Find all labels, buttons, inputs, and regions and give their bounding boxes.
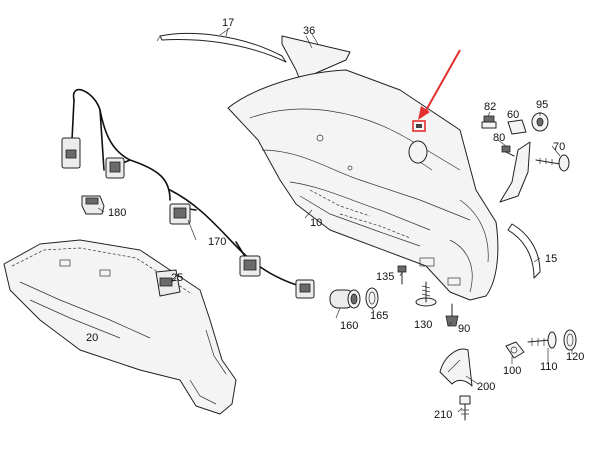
label-90: 90 bbox=[458, 323, 470, 335]
label-180: 180 bbox=[108, 207, 126, 219]
highlighted-part-marker[interactable] bbox=[412, 120, 426, 132]
part-95-washer[interactable] bbox=[531, 112, 549, 132]
label-80: 80 bbox=[493, 132, 505, 144]
label-10: 10 bbox=[310, 217, 322, 229]
label-200: 200 bbox=[477, 381, 495, 393]
label-130: 130 bbox=[414, 319, 432, 331]
part-17-trim-strip[interactable] bbox=[156, 27, 287, 63]
part-160-sensor[interactable] bbox=[329, 289, 361, 309]
part-80-screw[interactable] bbox=[501, 145, 515, 157]
connector-d bbox=[239, 255, 261, 277]
label-120: 120 bbox=[566, 351, 584, 363]
part-25-clip[interactable] bbox=[155, 269, 181, 297]
label-170: 170 bbox=[208, 236, 226, 248]
label-165: 165 bbox=[370, 310, 388, 322]
part-180-connector[interactable] bbox=[81, 195, 105, 215]
sensor-hole bbox=[408, 140, 433, 171]
part-200-bracket[interactable] bbox=[439, 348, 473, 387]
label-110: 110 bbox=[540, 361, 558, 373]
part-10-bumper-cover[interactable] bbox=[227, 69, 499, 301]
connector-b bbox=[105, 157, 125, 179]
part-100-clip[interactable] bbox=[505, 341, 525, 359]
label-36: 36 bbox=[303, 25, 315, 37]
highlighted-part bbox=[416, 124, 422, 128]
part-70-bolt[interactable] bbox=[535, 154, 570, 172]
label-17: 17 bbox=[222, 17, 234, 29]
part-210-clip[interactable] bbox=[459, 395, 471, 421]
label-70: 70 bbox=[553, 141, 565, 153]
part-110-screw[interactable] bbox=[527, 331, 557, 349]
label-82: 82 bbox=[484, 101, 496, 113]
part-82-nut[interactable] bbox=[481, 115, 497, 129]
label-60: 60 bbox=[507, 109, 519, 121]
label-95: 95 bbox=[536, 99, 548, 111]
part-120-grommet[interactable] bbox=[563, 329, 577, 351]
part-165-ring[interactable] bbox=[365, 287, 379, 309]
label-100: 100 bbox=[503, 365, 521, 377]
label-210: 210 bbox=[434, 409, 452, 421]
connector-c bbox=[169, 203, 191, 225]
part-90-clip[interactable] bbox=[445, 303, 459, 327]
side-bracket bbox=[499, 141, 531, 203]
highlight-arrow bbox=[418, 49, 461, 120]
part-135-bolt[interactable] bbox=[397, 265, 407, 285]
part-15-side-strip[interactable] bbox=[507, 223, 541, 279]
label-160: 160 bbox=[340, 320, 358, 332]
connector-e bbox=[295, 279, 315, 299]
part-60-clip[interactable] bbox=[507, 119, 527, 135]
part-20-diffuser[interactable] bbox=[3, 239, 237, 415]
label-15: 15 bbox=[545, 253, 557, 265]
label-135: 135 bbox=[376, 271, 394, 283]
label-25: 25 bbox=[171, 272, 183, 284]
connector-a bbox=[61, 137, 81, 169]
label-20: 20 bbox=[86, 332, 98, 344]
leader-lines bbox=[97, 27, 573, 413]
part-labels: 17 36 82 60 95 80 70 180 10 170 15 25 13… bbox=[86, 17, 584, 421]
part-130-screw[interactable] bbox=[415, 281, 437, 307]
